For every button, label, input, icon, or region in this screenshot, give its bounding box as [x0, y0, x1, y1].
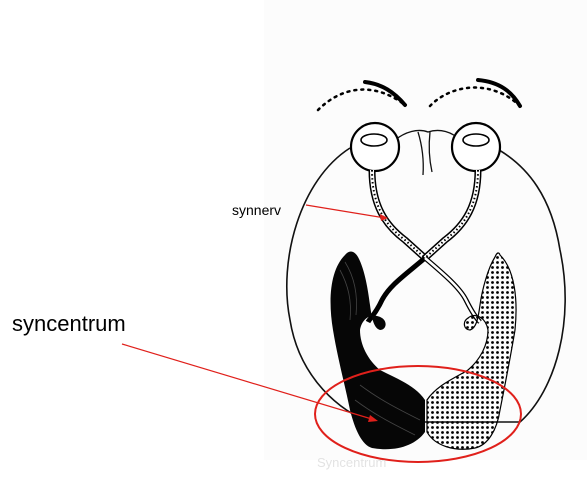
eye-left [351, 123, 399, 171]
synnerv-label: synnerv [232, 202, 281, 218]
caption-label: Syncentrum [317, 455, 386, 470]
paper-sheet [264, 0, 587, 460]
eye-right [452, 123, 500, 171]
syncentrum-label: syncentrum [12, 311, 126, 337]
